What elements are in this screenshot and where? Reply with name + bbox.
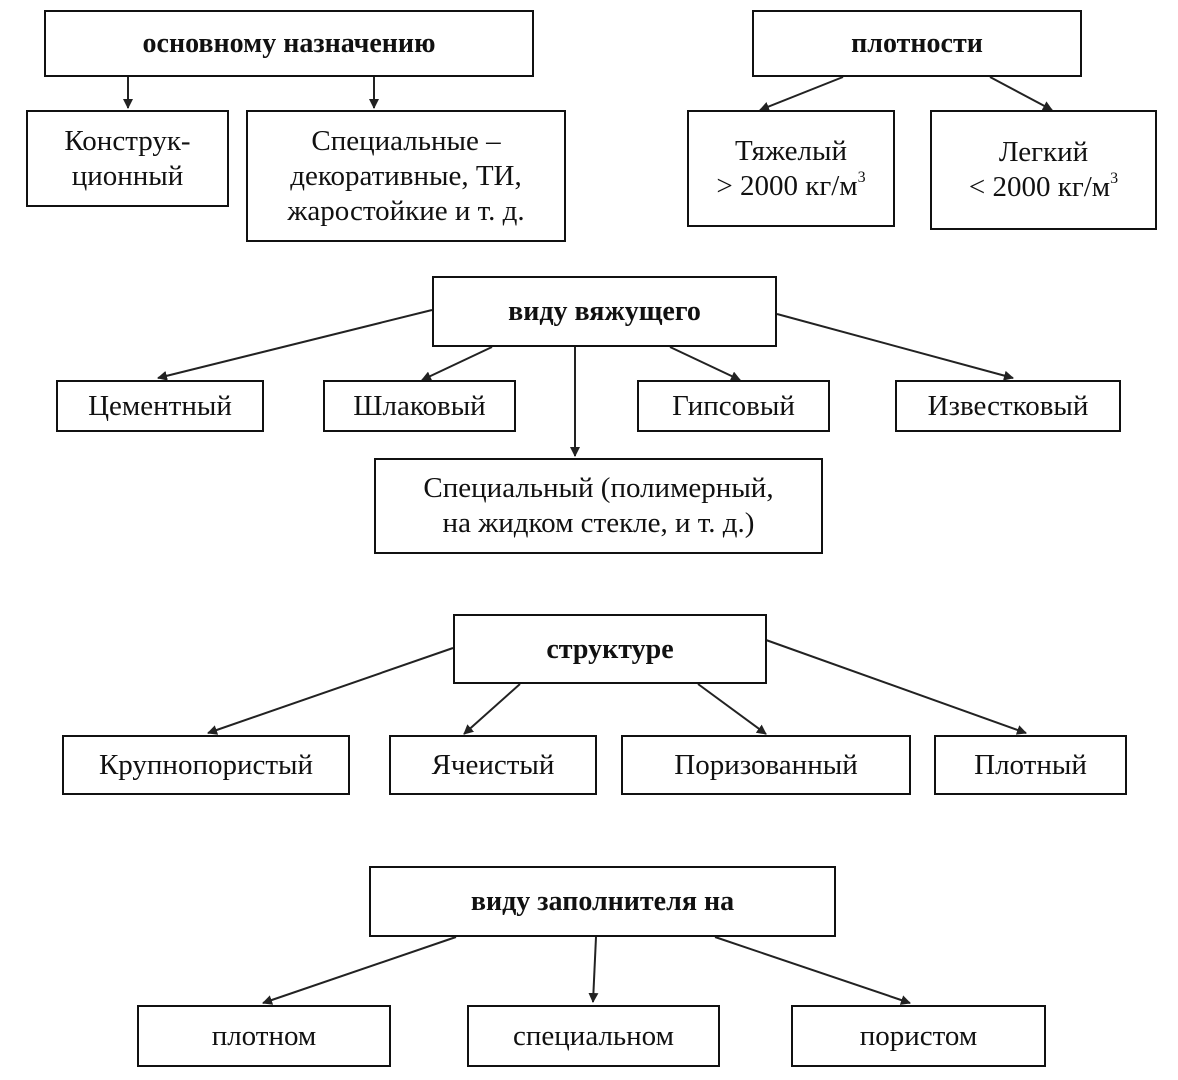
arrow-structure-to-dense <box>765 639 1027 735</box>
density-exponent: 3 <box>857 168 866 186</box>
arrow-filler-to-dense <box>262 936 457 1005</box>
node-filler-special: специальном <box>467 1005 720 1067</box>
category-filler: виду заполнителя на <box>369 866 836 937</box>
arrow-binder-to-cement <box>157 309 433 381</box>
node-line: Гипсовый <box>672 389 795 422</box>
node-line: Цементный <box>88 389 232 422</box>
node-line: жаростойкие и т. д. <box>287 194 525 227</box>
density-threshold-text: > 2000 кг/м <box>716 169 858 202</box>
node-dense-structure: Плотный <box>934 735 1127 795</box>
density-threshold-text: < 2000 кг/м <box>968 171 1111 203</box>
node-special-binder: Специальный (полимерный, на жидком стекл… <box>374 458 823 554</box>
node-line: Специальный (полимерный, <box>423 472 774 504</box>
category-title: основному назначению <box>142 28 436 59</box>
density-threshold: > 2000 кг/м3 <box>716 169 865 204</box>
node-filler-dense: плотном <box>137 1005 391 1067</box>
node-line: Тяжелый <box>735 134 847 167</box>
category-title: виду заполнителя на <box>470 886 735 917</box>
node-line: ционный <box>71 159 184 192</box>
node-line: на жидком стекле, и т. д.) <box>442 507 755 539</box>
node-cement: Цементный <box>56 380 264 432</box>
arrow-density-to-heavy <box>759 76 844 112</box>
node-slag: Шлаковый <box>323 380 516 432</box>
node-filler-porous: пористом <box>791 1005 1046 1067</box>
node-large-porous: Крупнопористый <box>62 735 350 795</box>
arrow-filler-to-porous <box>714 936 911 1005</box>
arrow-binder-to-gypsum <box>669 346 741 381</box>
node-heavy: Тяжелый > 2000 кг/м3 <box>687 110 895 227</box>
arrow-structure-to-porized <box>697 683 767 735</box>
arrow-density-to-light <box>989 76 1053 111</box>
node-lime: Известковый <box>895 380 1121 432</box>
node-line: плотном <box>211 1019 317 1052</box>
node-line: пористом <box>859 1019 978 1052</box>
node-line: Плотный <box>974 748 1087 781</box>
node-line: специальном <box>513 1019 674 1052</box>
category-density: плотности <box>752 10 1082 77</box>
node-gypsum: Гипсовый <box>637 380 830 432</box>
arrow-structure-to-large-porous <box>207 647 454 735</box>
arrow-binder-to-lime <box>776 313 1014 381</box>
node-line: Специальные – <box>311 124 501 157</box>
category-title: структуре <box>546 633 674 665</box>
arrow-filler-to-special <box>588 936 599 1003</box>
node-line: Крупнопористый <box>98 748 314 781</box>
node-line: Поризованный <box>674 748 858 781</box>
density-exponent: 3 <box>1110 170 1119 188</box>
arrow-structure-to-cellular <box>463 683 521 735</box>
node-line: Ячеистый <box>431 748 555 781</box>
category-title: виду вяжущего <box>508 296 701 327</box>
node-cellular: Ячеистый <box>389 735 597 795</box>
node-line: Шлаковый <box>353 389 486 422</box>
node-light: Легкий < 2000 кг/м3 <box>930 110 1157 230</box>
node-line: Известковый <box>927 389 1089 422</box>
node-line: Легкий <box>998 136 1089 168</box>
density-threshold: < 2000 кг/м3 <box>969 170 1118 205</box>
node-line: Конструк- <box>64 124 191 157</box>
category-binder: виду вяжущего <box>432 276 777 347</box>
node-porized: Поризованный <box>621 735 911 795</box>
node-special-purpose: Специальные – декоративные, ТИ, жаростой… <box>246 110 566 242</box>
node-structural: Конструк- ционный <box>26 110 229 207</box>
node-line: декоративные, ТИ, <box>290 159 522 192</box>
category-title: плотности <box>851 28 983 59</box>
category-structure: структуре <box>453 614 767 684</box>
category-purpose: основному назначению <box>44 10 534 77</box>
arrow-binder-to-slag <box>421 346 493 381</box>
